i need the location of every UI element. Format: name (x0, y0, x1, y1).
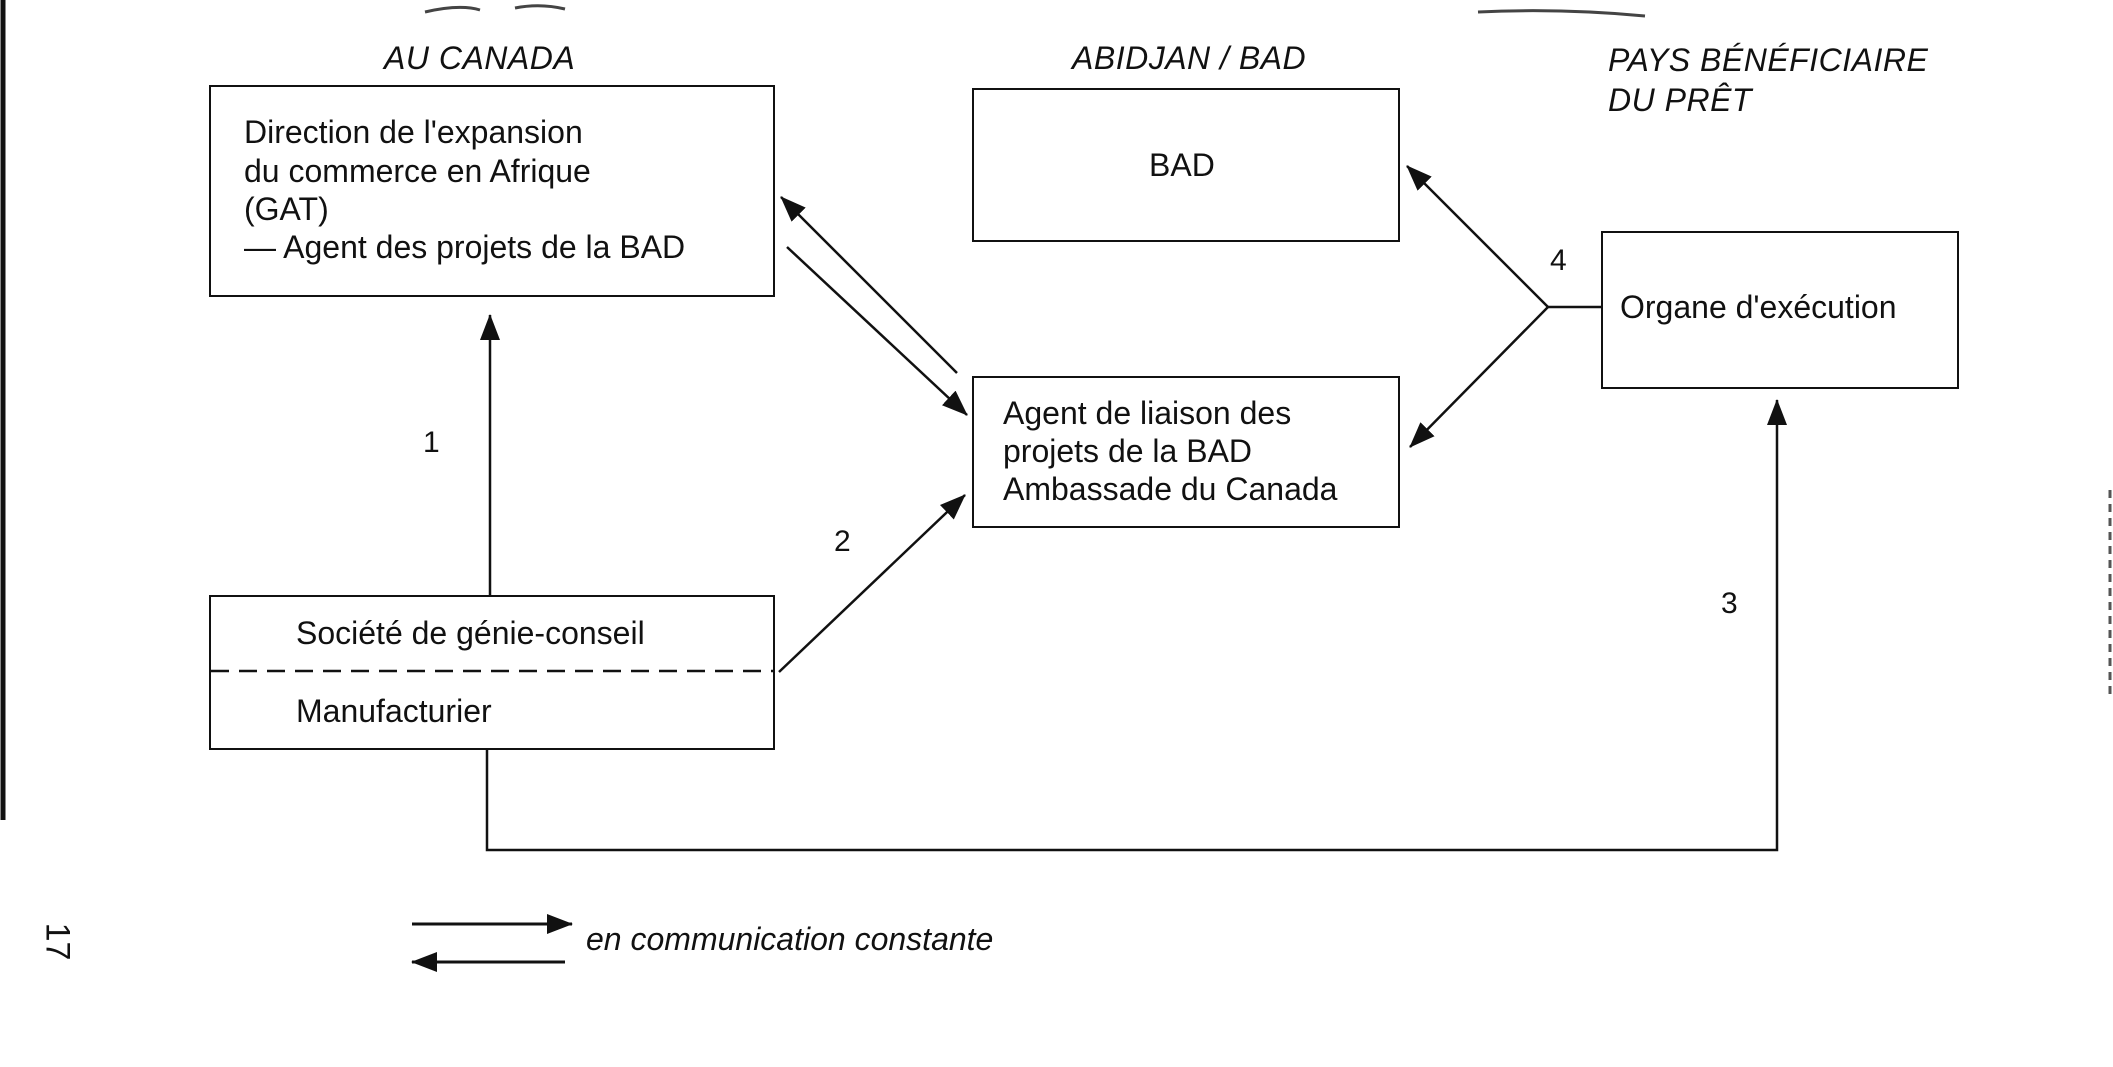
societe-label: Société de génie-conseil (296, 615, 645, 651)
box-organe-execution (1601, 231, 1959, 389)
flow-number-4: 4 (1550, 244, 1567, 277)
liaison-line-3: Ambassade du Canada (1003, 471, 1338, 507)
box-agent-liaison (972, 376, 1400, 528)
legend-label: en communication constante (586, 921, 994, 957)
flow-number-2: 2 (834, 525, 851, 558)
box-direction-gat (209, 85, 775, 297)
gat-line-1: Direction de l'expansion (244, 114, 583, 150)
liaison-line-2: projets de la BAD (1003, 433, 1253, 469)
arrow-liaison-to-gat (780, 196, 958, 374)
gat-line-2: du commerce en Afrique (244, 153, 591, 189)
header-du-pret: DU PRÊT (1608, 82, 1752, 118)
bad-label: BAD (1149, 147, 1215, 183)
scan-mark-top-right (1477, 9, 1646, 18)
flow-number-3: 3 (1721, 587, 1738, 620)
gat-line-4: — Agent des projets de la BAD (244, 229, 686, 265)
arrow-4-to-bad (1406, 165, 1549, 308)
page-number: 17 (38, 922, 77, 961)
arrow-2-societe-to-liaison (778, 494, 966, 673)
header-au-canada: AU CANADA (384, 40, 576, 76)
header-abidjan-bad: ABIDJAN / BAD (1072, 40, 1307, 76)
box-bad (972, 88, 1400, 242)
arrow-3-societe-to-execution (485, 399, 1787, 852)
liaison-line-1: Agent de liaison des (1003, 395, 1292, 431)
arrow-4-to-liaison (1409, 306, 1549, 448)
scan-mark-top-left (424, 4, 566, 14)
flow-number-1: 1 (423, 426, 440, 459)
execution-label: Organe d'exécution (1620, 289, 1897, 325)
manufacturier-label: Manufacturier (296, 693, 492, 729)
header-pays-beneficiaire: PAYS BÉNÉFICIAIRE (1608, 42, 1929, 78)
gat-line-3: (GAT) (244, 191, 329, 227)
box-societe-manufacturier (209, 595, 775, 750)
arrow-gat-to-liaison (786, 246, 968, 416)
